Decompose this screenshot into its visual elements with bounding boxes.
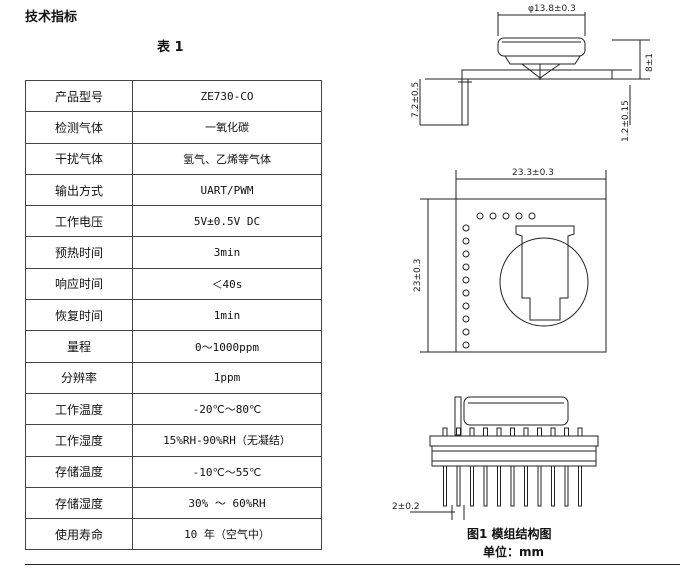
spec-value: 氢气、乙烯等气体	[132, 142, 322, 175]
spec-value: 0～1000ppm	[132, 330, 322, 363]
pin-top	[496, 427, 502, 437]
pin	[537, 465, 542, 507]
spec-label: 输出方式	[25, 173, 133, 207]
table-row: 存储温度-10℃～55℃	[25, 455, 322, 488]
pin	[510, 465, 515, 507]
spec-label: 干扰气体	[25, 142, 133, 175]
spec-label: 产品型号	[25, 79, 133, 113]
pin-top	[577, 427, 583, 437]
bottom-divider	[25, 564, 680, 565]
spec-value: 30% ～ 60%RH	[132, 486, 322, 520]
pin	[578, 465, 582, 507]
dim-pin-pitch: 2±0.2	[392, 502, 420, 512]
table-row: 干扰气体氢气、乙烯等气体	[25, 142, 322, 175]
figure-caption: 图1 模组结构图	[467, 527, 552, 541]
table-row: 响应时间＜40s	[25, 267, 322, 301]
spec-label: 检测气体	[25, 111, 133, 144]
spec-value: 1min	[132, 299, 322, 332]
dim-depth: 23±0.3	[413, 259, 423, 292]
pin-top	[442, 427, 448, 437]
pin	[497, 465, 501, 507]
pin-top	[483, 427, 488, 437]
table-row: 检测气体一氧化碳	[25, 111, 322, 144]
spec-value: 5V±0.5V DC	[132, 205, 322, 238]
dim-diameter: φ13.8±0.3	[528, 4, 576, 14]
figure-unit: 单位：mm	[483, 545, 545, 559]
spec-label: 使用寿命	[25, 518, 133, 551]
spec-label: 工作温度	[25, 392, 133, 426]
table-caption: 表 1	[157, 40, 184, 55]
pin	[443, 465, 447, 507]
pin-top	[564, 427, 569, 437]
pin	[483, 465, 488, 507]
pin	[551, 465, 555, 507]
spec-label: 响应时间	[25, 267, 133, 301]
dim-board-thickness: 1.2±0.15	[621, 100, 631, 142]
spec-value: UART/PWM	[132, 173, 322, 207]
dim-width: 23.3±0.3	[512, 168, 554, 178]
pin	[456, 465, 461, 507]
spec-value: 一氧化碳	[132, 111, 322, 144]
table-row: 工作温度-20℃～80℃	[25, 392, 322, 426]
spec-label: 工作湿度	[25, 424, 133, 457]
pin	[524, 465, 528, 507]
pin	[470, 465, 474, 507]
pin-top	[456, 427, 461, 437]
pin-top	[537, 427, 542, 437]
dim-pin-length: 7.2±0.5	[411, 82, 421, 118]
spec-value: 10 年（空气中）	[132, 518, 322, 551]
spec-value: 1ppm	[132, 361, 322, 394]
pin-top	[523, 427, 529, 437]
spec-value: -20℃～80℃	[132, 392, 322, 426]
spec-label: 存储湿度	[25, 486, 133, 520]
pin-top	[510, 427, 515, 437]
pin	[564, 465, 569, 507]
pin-top	[469, 427, 475, 437]
section-heading: 技术指标	[25, 10, 78, 25]
dim-height: 8±1	[645, 53, 655, 72]
pin-top	[550, 427, 556, 437]
